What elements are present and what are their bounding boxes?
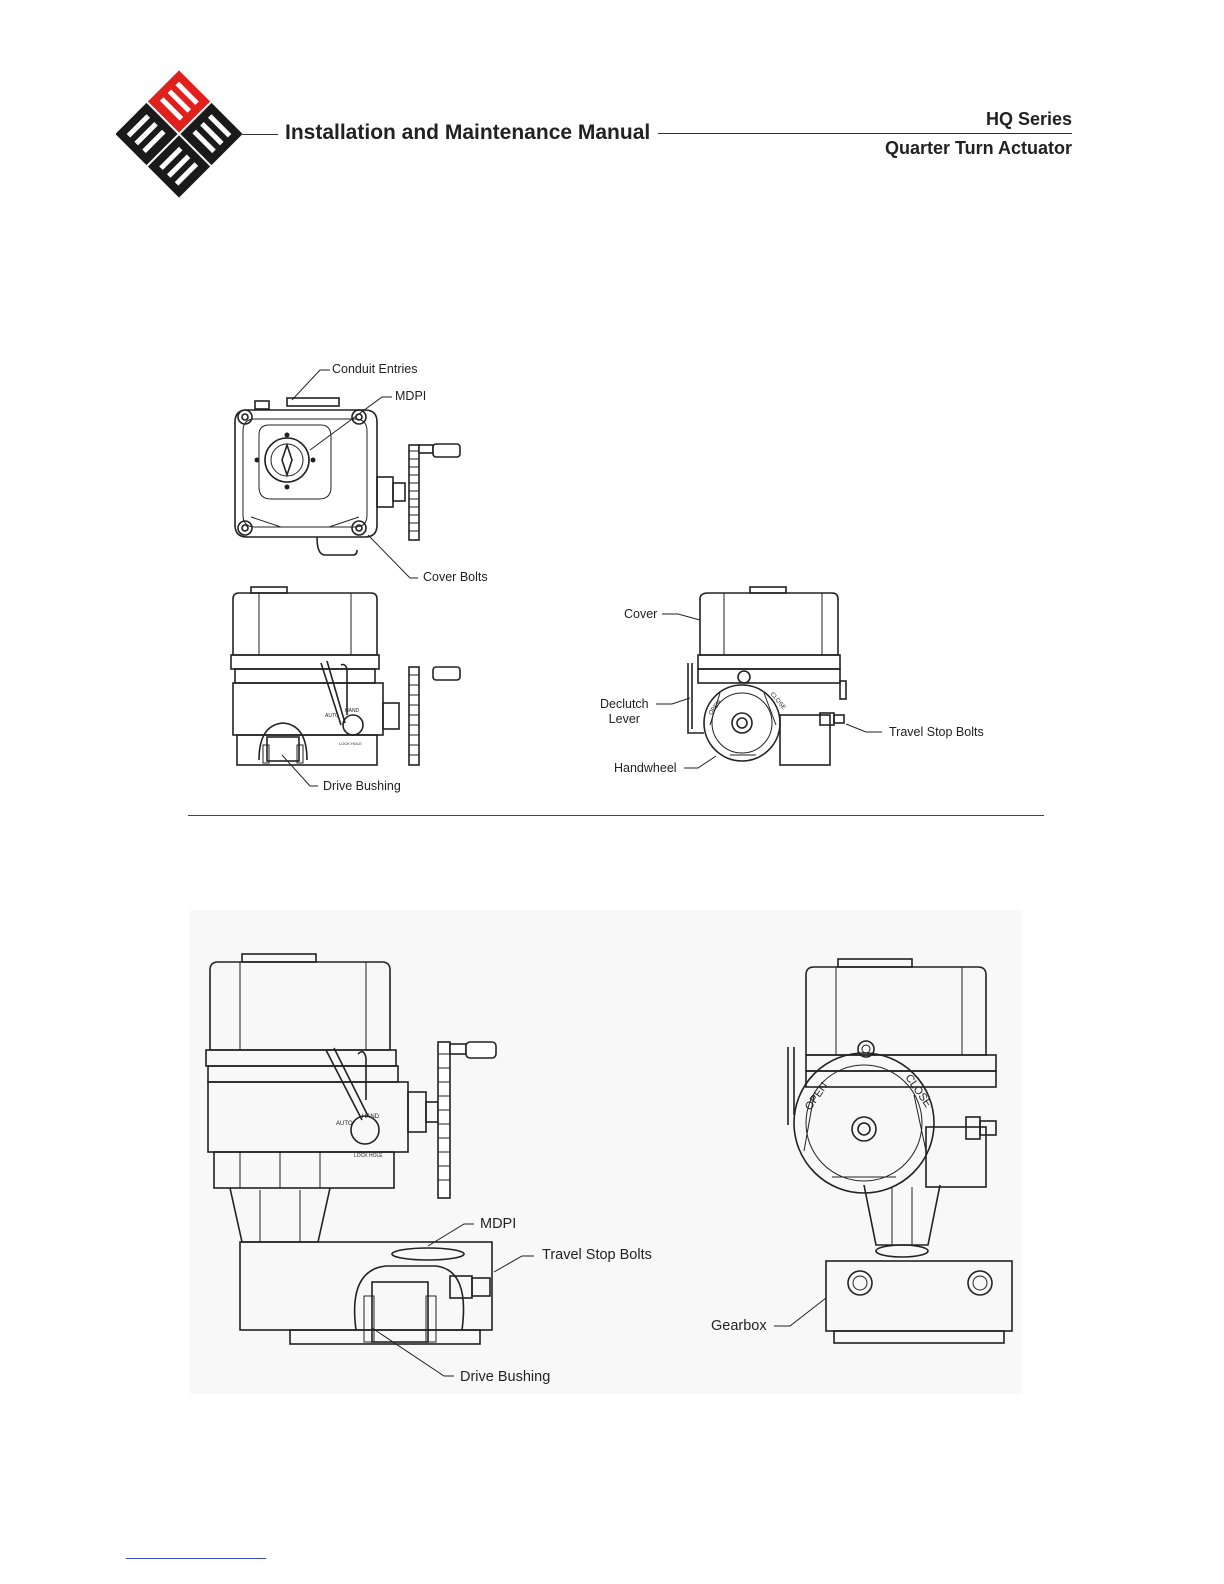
conduit-entries-label: Conduit Entries: [332, 362, 417, 376]
declutch-label-line1: Declutch: [600, 697, 649, 712]
declutch-lever-label: Declutch Lever: [600, 697, 649, 727]
declutch-label-line2: Lever: [600, 712, 649, 727]
mdpi-label-2: MDPI: [480, 1216, 516, 1232]
cover-label: Cover: [624, 607, 657, 621]
handwheel-label: Handwheel: [614, 761, 677, 775]
drive-bushing-label-2: Drive Bushing: [460, 1369, 550, 1385]
figure2-callout-lines: [0, 900, 1224, 1400]
drive-bushing-label: Drive Bushing: [323, 779, 401, 793]
gearbox-label: Gearbox: [711, 1318, 767, 1334]
mdpi-label: MDPI: [395, 389, 426, 403]
footer-footnote-rule: [126, 1558, 266, 1559]
travel-stop-bolts-label-2: Travel Stop Bolts: [542, 1247, 652, 1263]
figure-separator-rule: [188, 815, 1044, 816]
travel-stop-bolts-label: Travel Stop Bolts: [889, 725, 984, 739]
cover-bolts-label: Cover Bolts: [423, 570, 488, 584]
